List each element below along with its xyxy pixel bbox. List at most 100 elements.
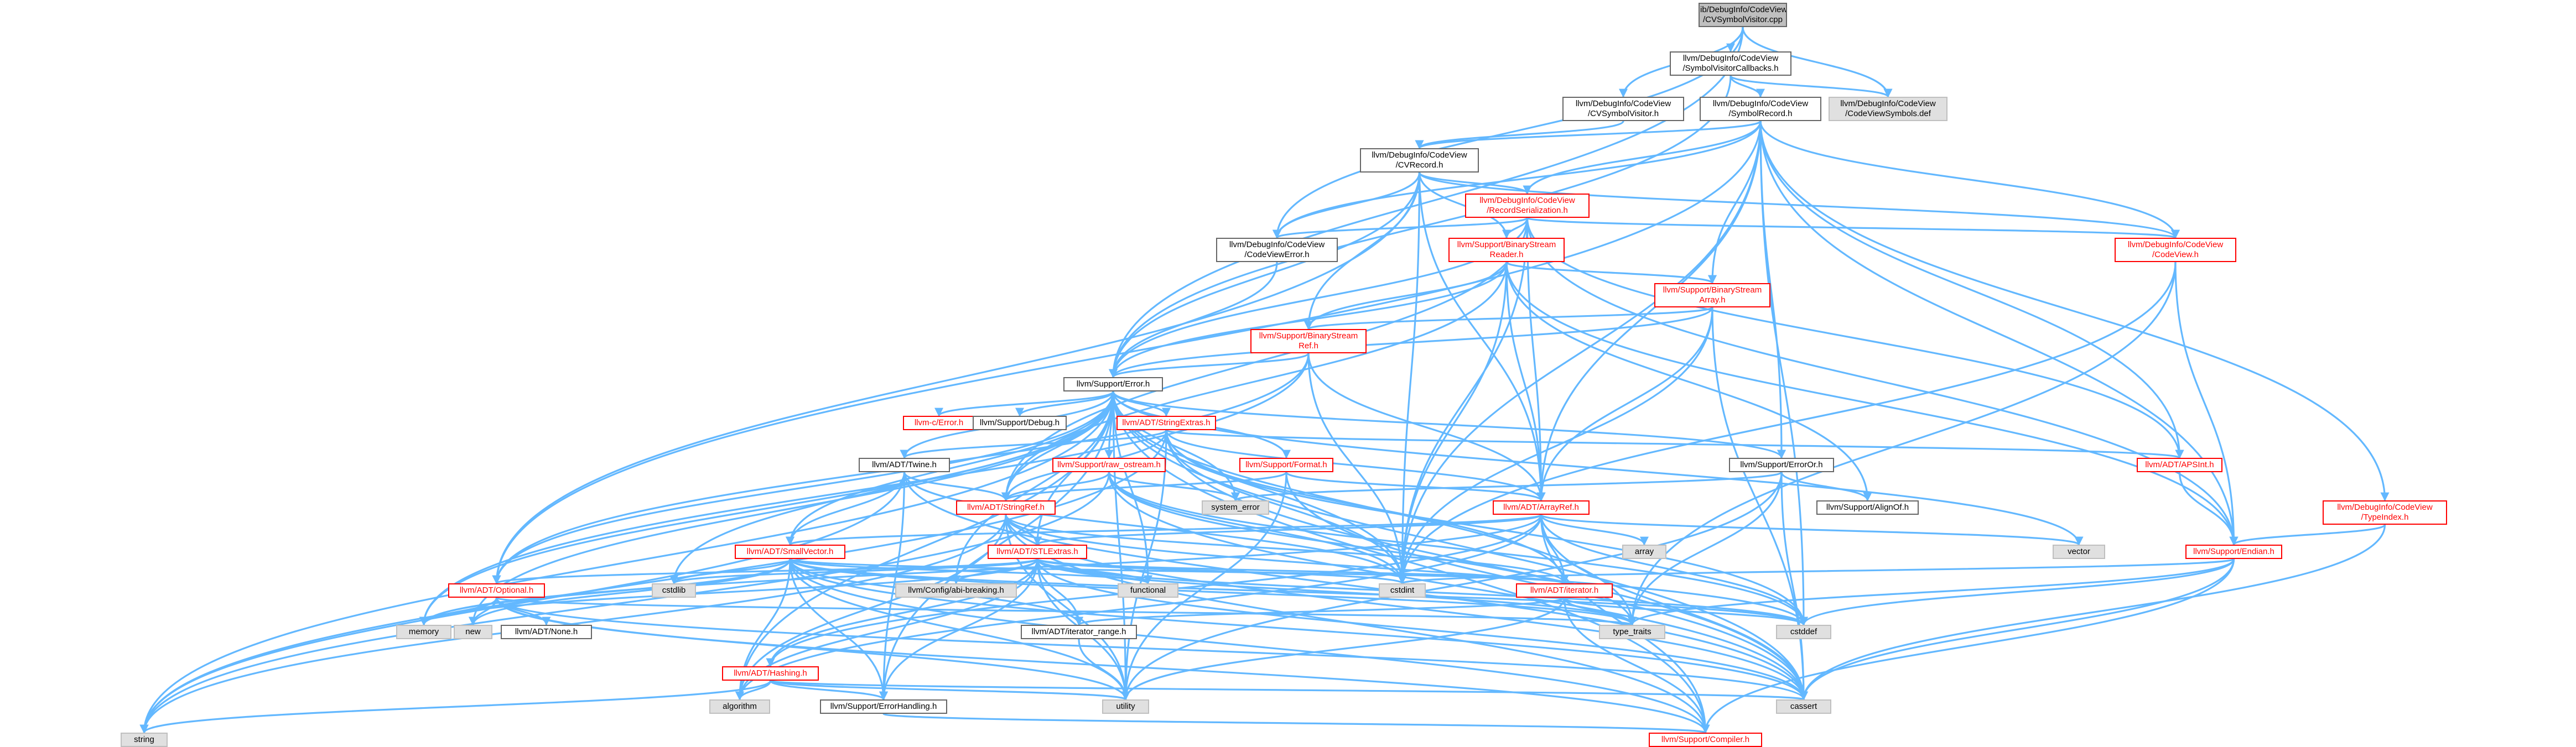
node-debug[interactable]: llvm/Support/Debug.h — [973, 416, 1067, 430]
node-label: utility — [1116, 702, 1135, 711]
edge-itrange-utility — [1078, 639, 1130, 701]
edge-hashing-string — [139, 680, 772, 734]
node-none[interactable]: llvm/ADT/None.h — [501, 625, 592, 639]
node-cstdint[interactable]: cstdint — [1379, 583, 1426, 598]
node-label: llvm/ADT/StringRef.h — [967, 503, 1045, 512]
node-label: type_traits — [1613, 627, 1651, 636]
edge-svcb-cvsymdef — [1730, 75, 1893, 98]
node-functional[interactable]: functional — [1118, 583, 1178, 598]
edge-bsreader-bsref — [1304, 262, 1508, 330]
edge-erroror-typetraits — [1628, 472, 1783, 626]
edge-optional-utility — [495, 597, 1130, 701]
edge-bsarray-arrayref — [1536, 307, 1713, 502]
edge-smallvec-cassert — [789, 558, 1808, 701]
node-configab[interactable]: llvm/Config/abi-breaking.h — [895, 583, 1017, 598]
edge-cvrecord-cverror — [1273, 172, 1421, 239]
node-arrayref[interactable]: llvm/ADT/ArrayRef.h — [1493, 500, 1590, 515]
node-recser[interactable]: llvm/DebugInfo/CodeView/RecordSerializat… — [1465, 194, 1590, 218]
node-optional[interactable]: llvm/ADT/Optional.h — [448, 583, 545, 598]
edge-optional-new — [469, 597, 498, 626]
node-twine[interactable]: llvm/ADT/Twine.h — [859, 458, 950, 472]
node-label: llvm/DebugInfo/CodeView — [1372, 150, 1467, 160]
node-label: llvm/Support/BinaryStream — [1663, 285, 1762, 295]
edge-bsarray-cstdint — [1398, 307, 1713, 584]
edge-stlextras-cstdint — [1036, 558, 1407, 584]
edge-root-cvsymdef — [1742, 27, 1893, 98]
node-strextras[interactable]: llvm/ADT/StringExtras.h — [1116, 416, 1216, 430]
node-systemerror[interactable]: system_error — [1202, 500, 1269, 515]
edge-erroror-cassert — [1780, 472, 1808, 701]
node-new[interactable]: new — [454, 625, 492, 639]
node-typetraits[interactable]: type_traits — [1599, 625, 1665, 639]
node-label: llvm/DebugInfo/CodeView — [1229, 240, 1325, 249]
node-cstddef[interactable]: cstddef — [1776, 625, 1831, 639]
node-apsint[interactable]: llvm/ADT/APSInt.h — [2137, 458, 2222, 472]
edge-symrec-cstddef — [1759, 121, 1808, 626]
node-iterator[interactable]: llvm/ADT/iterator.h — [1516, 583, 1613, 598]
node-cstdlib[interactable]: cstdlib — [652, 583, 696, 598]
node-array[interactable]: array — [1622, 545, 1666, 559]
node-label-line2: /TypeIndex.h — [2361, 513, 2409, 522]
node-symrec[interactable]: llvm/DebugInfo/CodeView/SymbolRecord.h — [1700, 97, 1821, 121]
node-cvsymvis[interactable]: llvm/DebugInfo/CodeView/CVSymbolVisitor.… — [1562, 97, 1684, 121]
node-cvrecord[interactable]: llvm/DebugInfo/CodeView/CVRecord.h — [1360, 148, 1479, 173]
edge-arrayref-algorithm — [735, 514, 1543, 701]
node-label: llvm/ADT/None.h — [515, 627, 578, 636]
node-stringref[interactable]: llvm/ADT/StringRef.h — [956, 500, 1056, 515]
node-memory[interactable]: memory — [396, 625, 451, 639]
node-label: llvm/Config/abi-breaking.h — [908, 586, 1004, 595]
node-label: llvm/Support/ErrorHandling.h — [830, 702, 937, 711]
node-typeindex[interactable]: llvm/DebugInfo/CodeView/TypeIndex.h — [2323, 500, 2447, 525]
node-errhandling[interactable]: llvm/Support/ErrorHandling.h — [820, 699, 947, 714]
edge-optional-typetraits — [495, 597, 1636, 626]
node-hashing[interactable]: llvm/ADT/Hashing.h — [722, 666, 819, 681]
edge-errhandling-compiler — [882, 713, 1710, 734]
node-cerror[interactable]: llvm-c/Error.h — [903, 416, 975, 430]
node-itrange[interactable]: llvm/ADT/iterator_range.h — [1021, 625, 1137, 639]
node-label: algorithm — [723, 702, 757, 711]
node-smallvec[interactable]: llvm/ADT/SmallVector.h — [735, 545, 845, 559]
edge-bsreader-bsarray — [1505, 261, 1717, 284]
node-stlextras[interactable]: llvm/ADT/STLExtras.h — [988, 545, 1087, 559]
node-root[interactable]: lib/DebugInfo/CodeView/CVSymbolVisitor.c… — [1699, 3, 1787, 27]
node-format[interactable]: llvm/Support/Format.h — [1239, 458, 1333, 472]
node-cverror[interactable]: llvm/DebugInfo/CodeView/CodeViewError.h — [1216, 238, 1338, 262]
edge-error-smallvec — [786, 391, 1114, 546]
edge-cvrecord-cstdint — [1398, 172, 1421, 584]
node-rawos[interactable]: llvm/Support/raw_ostream.h — [1052, 458, 1166, 472]
node-alignof[interactable]: llvm/Support/AlignOf.h — [1816, 500, 1919, 515]
node-label: llvm/DebugInfo/CodeView — [1682, 54, 1779, 63]
node-cvsymdef[interactable]: llvm/DebugInfo/CodeView/CodeViewSymbols.… — [1829, 97, 1947, 121]
node-compiler[interactable]: llvm/Support/Compiler.h — [1649, 733, 1762, 747]
node-utility[interactable]: utility — [1102, 699, 1149, 714]
edge-twine-errhandling — [879, 472, 906, 701]
edge-cvsymvis-cvrecord — [1415, 121, 1624, 149]
node-vector[interactable]: vector — [2053, 545, 2105, 559]
node-label: llvm/ADT/STLExtras.h — [996, 547, 1078, 556]
node-erroror[interactable]: llvm/Support/ErrorOr.h — [1729, 458, 1834, 472]
node-label: memory — [408, 627, 439, 636]
edge-iterator-cstddef — [1563, 597, 1808, 626]
node-label-line2: Array.h — [1699, 295, 1726, 305]
edge-stringref-iterator — [1005, 514, 1569, 584]
edge-bsreader-error — [1109, 262, 1508, 378]
edge-strextras-iterator — [1165, 430, 1569, 584]
edge-endian-cstddef — [1799, 558, 2235, 626]
node-label: llvm/Support/Debug.h — [979, 418, 1060, 427]
node-codeview[interactable]: llvm/DebugInfo/CodeView/CodeView.h — [2115, 238, 2236, 262]
edge-cvrecord-codeview — [1418, 172, 2180, 239]
node-endian[interactable]: llvm/Support/Endian.h — [2185, 545, 2282, 559]
edge-error-debug — [1015, 391, 1114, 417]
node-algorithm[interactable]: algorithm — [709, 699, 770, 714]
edge-error-cerror — [934, 390, 1114, 417]
node-error[interactable]: llvm/Support/Error.h — [1063, 377, 1163, 391]
edge-optional-memory — [419, 597, 498, 626]
node-svcb[interactable]: llvm/DebugInfo/CodeView/SymbolVisitorCal… — [1670, 51, 1791, 76]
edge-symrec-recser — [1523, 121, 1762, 195]
node-string[interactable]: string — [121, 733, 168, 747]
edge-symrec-cvrecord — [1415, 120, 1762, 149]
node-cassert[interactable]: cassert — [1776, 699, 1831, 714]
